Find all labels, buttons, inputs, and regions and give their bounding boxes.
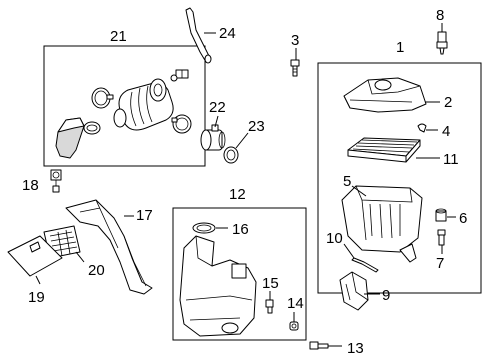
callout-21: 21 [110, 28, 127, 45]
callout-17: 17 [136, 207, 153, 224]
sensor-plug-part [436, 31, 448, 55]
hose-clamp-part-a [91, 87, 114, 109]
seal-ring-part-16 [192, 222, 216, 234]
callout-22: 22 [209, 99, 226, 116]
air-cleaner-case-part [341, 185, 423, 263]
callout-16: 16 [232, 221, 249, 238]
leader-5 [351, 185, 367, 197]
air-inlet-duct-part [65, 199, 153, 295]
bolt-part-3 [290, 59, 300, 77]
callout-9: 9 [382, 287, 390, 304]
callout-3: 3 [291, 32, 299, 49]
hose-clamp-part-b [171, 114, 192, 134]
callout-24: 24 [219, 25, 236, 42]
callout-10: 10 [326, 230, 343, 247]
fastener-part-15 [265, 299, 274, 314]
leader-19 [35, 275, 41, 285]
hose-clamp-part-c [83, 121, 101, 135]
leader-23 [235, 132, 249, 149]
resonator-part [55, 117, 85, 159]
bolt-part-13 [309, 341, 329, 350]
callout-1: 1 [396, 39, 404, 56]
air-filter-element-part [347, 137, 421, 163]
air-cleaner-cover-part [343, 77, 427, 113]
leader-20 [75, 251, 85, 263]
callout-7: 7 [436, 255, 444, 272]
clamp-strap-part-10 [351, 257, 379, 273]
group-box-12 [172, 207, 307, 341]
grommet-part-6 [435, 208, 447, 222]
callout-20: 20 [88, 262, 105, 279]
callout-14: 14 [287, 295, 304, 312]
bolt-part-7 [437, 229, 446, 246]
callout-15: 15 [262, 275, 279, 292]
group-box-1 [317, 62, 482, 294]
air-flow-sensor-part [200, 124, 226, 151]
callout-4: 4 [442, 123, 450, 140]
bracket-plate-part [7, 235, 63, 277]
callout-11: 11 [443, 151, 459, 168]
callout-13: 13 [347, 340, 364, 357]
resonator-chamber-part [179, 235, 257, 337]
breather-hose-part [185, 7, 212, 64]
clip-part-4 [417, 123, 427, 133]
callout-19: 19 [28, 289, 45, 306]
hose-fitting-part [170, 69, 189, 82]
group-box-21 [43, 45, 206, 167]
callout-8: 8 [436, 7, 444, 24]
air-intake-hose-part [113, 78, 174, 131]
callout-23: 23 [248, 118, 265, 135]
callout-12: 12 [229, 186, 246, 203]
bolt-part-18 [50, 169, 62, 193]
fastener-part-14 [289, 321, 299, 331]
leader-22 [214, 115, 219, 128]
leader-10 [343, 243, 355, 259]
duct-part-9 [339, 271, 369, 311]
callout-6: 6 [459, 210, 467, 227]
callout-5: 5 [343, 173, 351, 190]
callout-18: 18 [22, 177, 39, 194]
callout-2: 2 [444, 94, 452, 111]
gasket-part [223, 146, 239, 164]
